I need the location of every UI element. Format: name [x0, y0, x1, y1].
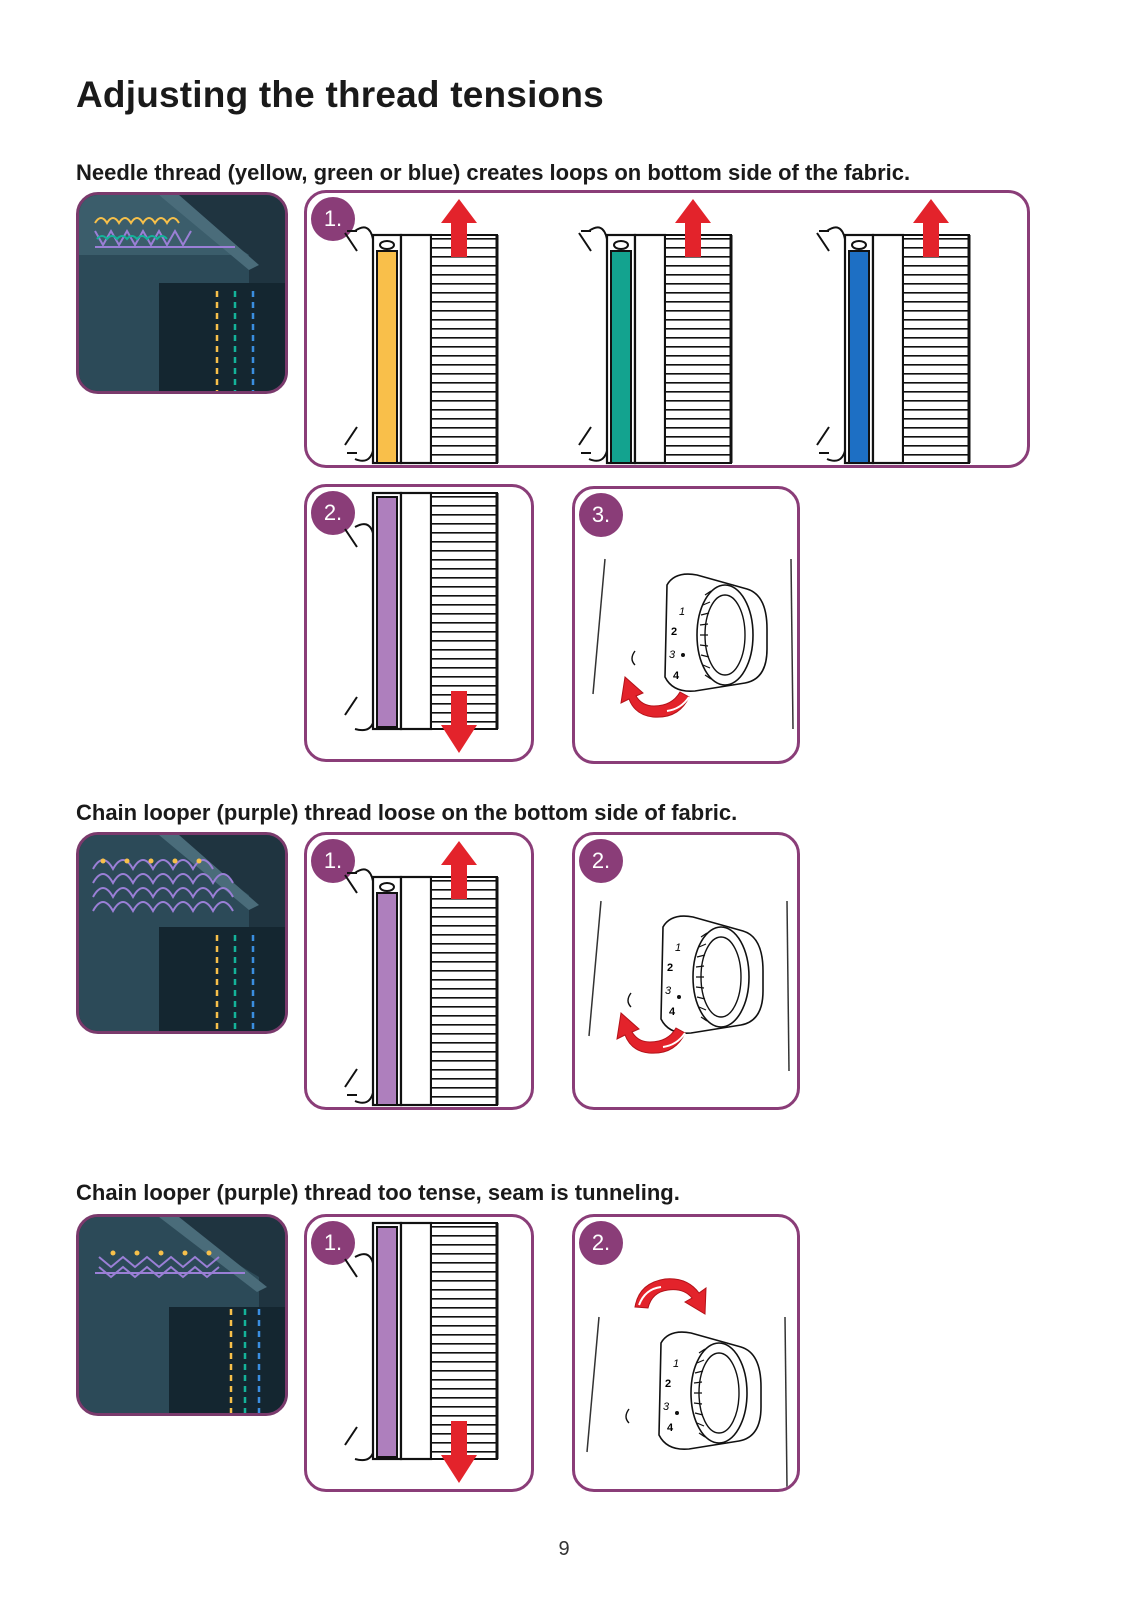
step-badge: 2.: [579, 839, 623, 883]
panel-step-2-lower-chain-looper-tension: 2.: [304, 484, 534, 762]
dial-number-1: 1: [679, 606, 685, 618]
dial-number-3: 3: [663, 1401, 670, 1413]
fabric-illustration: [79, 195, 285, 391]
fabric-photo-needle-loops: [76, 192, 288, 394]
fabric-illustration: [79, 835, 285, 1031]
panel-step-2-turn-dial: 2. 1 2 3 4: [572, 1214, 800, 1492]
tension-knob-purple: [343, 491, 499, 753]
dial-number-3: 3: [665, 985, 672, 997]
dial-illustration: 1 2 3 4: [586, 1277, 788, 1488]
panel-step-1-raise-needle-tension: 1.: [304, 190, 1030, 468]
step-badge: 3.: [579, 493, 623, 537]
dial-illustration: 1 2 3 4: [588, 900, 790, 1072]
section-heading-chain-looper-tense: Chain looper (purple) thread too tense, …: [76, 1180, 680, 1205]
dial-illustration: 1 2 3 4: [592, 558, 794, 730]
tension-knob-purple: [343, 841, 499, 1107]
tension-knob-yellow: [343, 199, 499, 465]
red-curved-arrow-icon: [634, 1277, 707, 1315]
step-badge: 1.: [311, 197, 355, 241]
panel-step-2-turn-dial: 2. 1 2 3 4: [572, 832, 800, 1110]
dial-number-4: 4: [667, 1422, 674, 1434]
dial-number-3: 3: [669, 649, 676, 661]
step-badge: 1.: [311, 839, 355, 883]
step-badge: 1.: [311, 1221, 355, 1265]
step-badge: 2.: [579, 1221, 623, 1265]
fabric-photo-chain-looper-loose: [76, 832, 288, 1034]
tension-knob-purple: [343, 1221, 499, 1483]
tension-knob-blue: [815, 199, 971, 465]
panel-step-1-lower-chain-looper-tension: 1.: [304, 1214, 534, 1492]
dial-number-4: 4: [673, 670, 680, 682]
page-title: Adjusting the thread tensions: [76, 74, 604, 115]
dial-number-1: 1: [675, 942, 681, 954]
dial-number-2: 2: [667, 962, 673, 974]
dial-number-1: 1: [673, 1358, 679, 1370]
tension-knob-green: [577, 199, 733, 465]
step-badge: 2.: [311, 491, 355, 535]
fabric-photo-chain-looper-tense: [76, 1214, 288, 1416]
section-heading-chain-looper-loose: Chain looper (purple) thread loose on th…: [76, 800, 738, 825]
dial-number-2: 2: [671, 626, 677, 638]
dial-number-2: 2: [665, 1378, 671, 1390]
section-heading-needle-loops: Needle thread (yellow, green or blue) cr…: [76, 160, 911, 185]
panel-step-3-turn-dial: 3. 1 2 3 4: [572, 486, 800, 764]
dial-number-4: 4: [669, 1006, 676, 1018]
panel-step-1-raise-chain-looper-tension: 1.: [304, 832, 534, 1110]
fabric-illustration: [79, 1217, 285, 1413]
page-number: 9: [558, 1538, 570, 1560]
